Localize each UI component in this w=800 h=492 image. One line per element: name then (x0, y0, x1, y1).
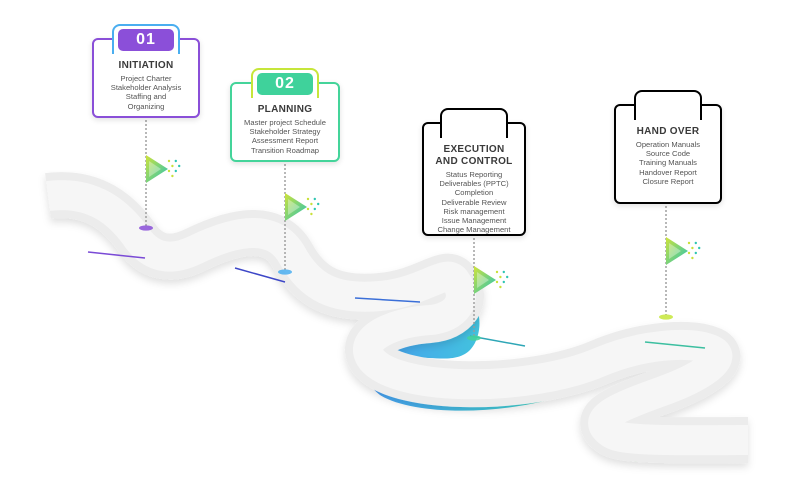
flag-dot (174, 169, 177, 173)
stage-item: Project Charter (120, 74, 172, 83)
stage-item: Assessment Report (251, 136, 319, 146)
flag-dot (495, 280, 499, 284)
flag-dot (317, 202, 320, 206)
divider-3 (354, 297, 421, 303)
flag-dot (687, 251, 691, 255)
divider-1 (87, 251, 146, 259)
flag-dot (502, 280, 505, 284)
stage-item: Status Reporting (445, 170, 503, 179)
stage-item: Deliverables (PPTC) (439, 179, 509, 189)
flag-dot (171, 164, 174, 168)
pole-base (139, 225, 153, 231)
pole-base (278, 269, 292, 275)
flag-dot (499, 275, 502, 279)
flag-dot (698, 246, 701, 250)
flag-dot (313, 197, 316, 201)
flag-dot (167, 159, 171, 163)
flag-icon (146, 155, 168, 183)
flag-dot (694, 241, 697, 245)
divider-5 (644, 341, 706, 349)
flag-icon (474, 266, 496, 294)
divider-2 (234, 267, 286, 283)
stage-markers (139, 120, 701, 341)
flag-dot (691, 246, 694, 250)
stage-title: EXECUTION AND CONTROL (435, 144, 513, 167)
flag-dot (506, 275, 509, 279)
flag-highlight (149, 161, 161, 177)
stage-item: Organizing (127, 101, 165, 111)
stage-item: Risk management (443, 206, 505, 216)
stage-item: Issue Management (441, 216, 507, 226)
stage-number-badge: 03 (464, 115, 484, 132)
flag-dot (306, 197, 310, 201)
stage-item: Deliverable Review (441, 197, 507, 207)
stage-card-tab (440, 108, 508, 138)
flag-dot (502, 270, 505, 274)
flag-dot (313, 207, 316, 211)
stage-item: Source Code (645, 149, 691, 159)
flag-dot (694, 251, 697, 255)
stage-item: Completion (454, 188, 494, 198)
flag-dot (687, 241, 691, 245)
stage-item: Handover Report (639, 167, 697, 177)
road-top-highlight (46, 180, 749, 456)
stage-card-3: 03 EXECUTION AND CONTROL Status Reportin… (422, 108, 526, 236)
stage-items: Status Reporting Deliverables (PPTC) Com… (424, 170, 524, 234)
flag-dot (495, 270, 499, 274)
flag-dot (691, 256, 694, 260)
stage-item: Master project Schedule (244, 118, 326, 127)
stage-title: PLANNING (257, 104, 313, 115)
stage-card-4: 04 HAND OVER Operation Manuals Source Co… (614, 90, 722, 204)
flag-dot (310, 202, 313, 206)
stage-number-badge: 02 (257, 73, 313, 95)
stage-title: INITIATION (118, 60, 174, 71)
stage-items: Operation Manuals Source Code Training M… (616, 140, 720, 186)
pole-base (467, 335, 481, 341)
stage-items: Project Charter Stakeholder Analysis Sta… (94, 74, 198, 111)
flag-highlight (288, 199, 300, 215)
stage-item: Stakeholder Analysis (110, 83, 182, 93)
stage-items: Master project Schedule Stakeholder Stra… (232, 118, 338, 155)
stage-item: Training Manuals (639, 158, 697, 168)
stage-number-badge: 01 (118, 29, 174, 51)
flag-icon (285, 193, 307, 221)
stage-item: Stakeholder Strategy (249, 127, 321, 137)
flag-dot (174, 159, 177, 163)
flag-dot (167, 169, 171, 173)
stage-card-2: 02 PLANNING Master project Schedule Stak… (230, 68, 340, 162)
flag-dot (171, 174, 174, 178)
flag-highlight (477, 272, 489, 288)
stage-item: Closure Report (642, 176, 694, 186)
stage-item: Operation Manuals (635, 140, 701, 149)
flag-dot (499, 285, 502, 289)
flag-dot (310, 212, 313, 216)
flag-icon (666, 237, 688, 265)
flag-highlight (669, 243, 681, 259)
stage-item: Transition Roadmap (250, 145, 320, 155)
stage-item: Change Management (437, 225, 511, 235)
pole-base (659, 314, 673, 320)
stage-number-badge: 04 (658, 97, 678, 114)
stage-card-tab (634, 90, 702, 120)
stage-card-1: 01 INITIATION Project Charter Stakeholde… (92, 24, 200, 118)
flag-dot (178, 164, 181, 168)
flag-dot (306, 207, 310, 211)
stage-title: HAND OVER (636, 126, 700, 137)
stage-item: Staffing and (125, 92, 167, 102)
